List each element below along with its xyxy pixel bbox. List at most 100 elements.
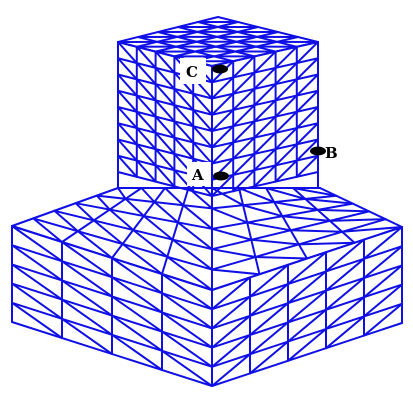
base-top-right-diagonal xyxy=(328,218,387,222)
base-right-face-diagonal xyxy=(211,353,251,387)
base-top-left-diagonal xyxy=(153,201,179,224)
tower-right-face-diagonal xyxy=(274,62,298,86)
base-left-face-diagonal xyxy=(61,298,113,336)
tower-right-face-diagonal xyxy=(274,94,298,118)
tower-left-face-diagonal xyxy=(117,138,138,162)
tower-left-face-diagonal xyxy=(173,120,195,144)
base-top-left-diagonal xyxy=(76,230,113,259)
base-left-face-diagonal xyxy=(11,244,63,282)
base-top-left-diagonal xyxy=(117,187,127,200)
tower-left-face-diagonal xyxy=(192,125,213,149)
tower-right-face-diagonal xyxy=(211,125,235,149)
tower-left-face-diagonal xyxy=(173,87,195,111)
base-right-face-diagonal xyxy=(249,340,289,375)
tower-right-face-diagonal xyxy=(253,131,277,155)
base-top-right-diagonal xyxy=(297,241,356,246)
tower-right-face-diagonal xyxy=(253,50,277,74)
tower-right-face-diagonal xyxy=(253,115,277,139)
tower-top-gridline xyxy=(217,16,319,43)
tower-left-face-diagonal xyxy=(117,73,138,97)
base-top-left-diagonal xyxy=(164,187,185,207)
base-right-face-diagonal xyxy=(249,321,289,356)
base-right-face-diagonal xyxy=(211,276,251,311)
tower-left-face-diagonal xyxy=(154,83,176,107)
base-top-left-diagonal xyxy=(92,219,124,245)
tower-left-face-diagonal xyxy=(135,110,157,134)
tower-left-face-diagonal xyxy=(117,122,138,146)
tower-right-face-gridline xyxy=(211,154,319,181)
tower-left-face-gridline xyxy=(117,89,213,116)
base-top-right-diagonal xyxy=(242,204,284,218)
point-c-label-bg xyxy=(180,58,206,84)
base-right-face-diagonal xyxy=(363,264,403,299)
base-right-face-diagonal xyxy=(287,270,327,305)
base-right-face-diagonal xyxy=(287,289,327,324)
tower-top-gridline xyxy=(137,36,235,63)
base-top-right-diagonal xyxy=(316,208,371,213)
tower-right-face-diagonal xyxy=(211,108,235,132)
tower-left-face-diagonal xyxy=(154,164,176,188)
point-markers xyxy=(212,64,326,181)
base-left-face-diagonal xyxy=(61,317,113,355)
tower-right-face-gridline xyxy=(211,138,319,165)
base-top-right-diagonal xyxy=(246,221,292,232)
base-top-left-diagonal xyxy=(171,238,213,271)
tower-left-face-gridline xyxy=(117,106,213,132)
point-c: C xyxy=(180,58,206,84)
tower-left-face-diagonal xyxy=(154,115,176,139)
base-top-right-gridline xyxy=(292,187,356,244)
base-left-face-diagonal xyxy=(11,263,63,301)
base-top-left-gridline xyxy=(161,187,190,275)
tower-right-face-diagonal xyxy=(274,78,298,102)
base-left-face-diagonal xyxy=(61,279,113,317)
tower-right-face-diagonal xyxy=(295,106,319,130)
tower-left-face-diagonal xyxy=(135,127,157,151)
tower-top-gridline xyxy=(157,31,256,58)
base-top-right-diagonal xyxy=(273,201,319,211)
base-right-face-diagonal xyxy=(325,257,365,292)
base-top-right-diagonal xyxy=(211,268,261,276)
base-right-face-diagonal xyxy=(287,328,327,362)
tower-right-face-diagonal xyxy=(232,71,256,95)
tower-right-face-diagonal xyxy=(295,122,319,146)
tower-left-face-diagonal xyxy=(192,108,213,132)
base-right-face-diagonal xyxy=(325,238,365,273)
base-right-face-diagonal xyxy=(325,296,365,330)
base-top-right-gridline xyxy=(265,187,308,260)
point-c-label: C xyxy=(186,63,198,81)
tower-right-face-gridline xyxy=(211,171,319,197)
point-a-marker xyxy=(213,171,229,181)
tower-left-face-diagonal xyxy=(154,66,176,90)
tower-right-face-gridline xyxy=(211,106,319,132)
tower-right-face-diagonal xyxy=(295,89,319,113)
base-left-face-diagonal xyxy=(111,295,163,333)
base-right-face-gridline xyxy=(211,245,403,311)
base-right-face-diagonal xyxy=(249,263,289,298)
tower-left-face-diagonal xyxy=(192,141,213,165)
tower-right-face-gridline xyxy=(211,122,319,149)
tower-right-face-diagonal xyxy=(232,104,256,128)
base-top-right-diagonal xyxy=(250,238,300,246)
tower-left-face-diagonal xyxy=(117,57,138,81)
tower-left-face-gridline xyxy=(117,171,213,197)
base-top-right-diagonal xyxy=(292,187,338,197)
point-a-label: A xyxy=(191,166,204,184)
base-top-right-diagonal xyxy=(238,187,276,204)
point-b: B xyxy=(325,144,338,162)
tower-right-face-gridline xyxy=(211,89,319,116)
tower-right-face-diagonal xyxy=(211,76,235,100)
base-top-left-diagonal xyxy=(95,194,111,211)
tower-right-face-diagonal xyxy=(295,154,319,178)
point-b-marker xyxy=(310,146,326,156)
base-top-left-diagonal xyxy=(53,209,79,233)
tower-left-face-diagonal xyxy=(135,78,157,102)
tower-left-face-diagonal xyxy=(117,41,138,65)
tower-top-gridline xyxy=(197,21,298,48)
base-top-left-diagonal xyxy=(166,255,213,291)
tower-right-face-diagonal xyxy=(232,120,256,144)
base-top-right-diagonal xyxy=(211,248,257,258)
tower-right-face-diagonal xyxy=(253,164,277,188)
tower-left-face-diagonal xyxy=(117,154,138,178)
base-top-left-diagonal xyxy=(140,187,156,203)
